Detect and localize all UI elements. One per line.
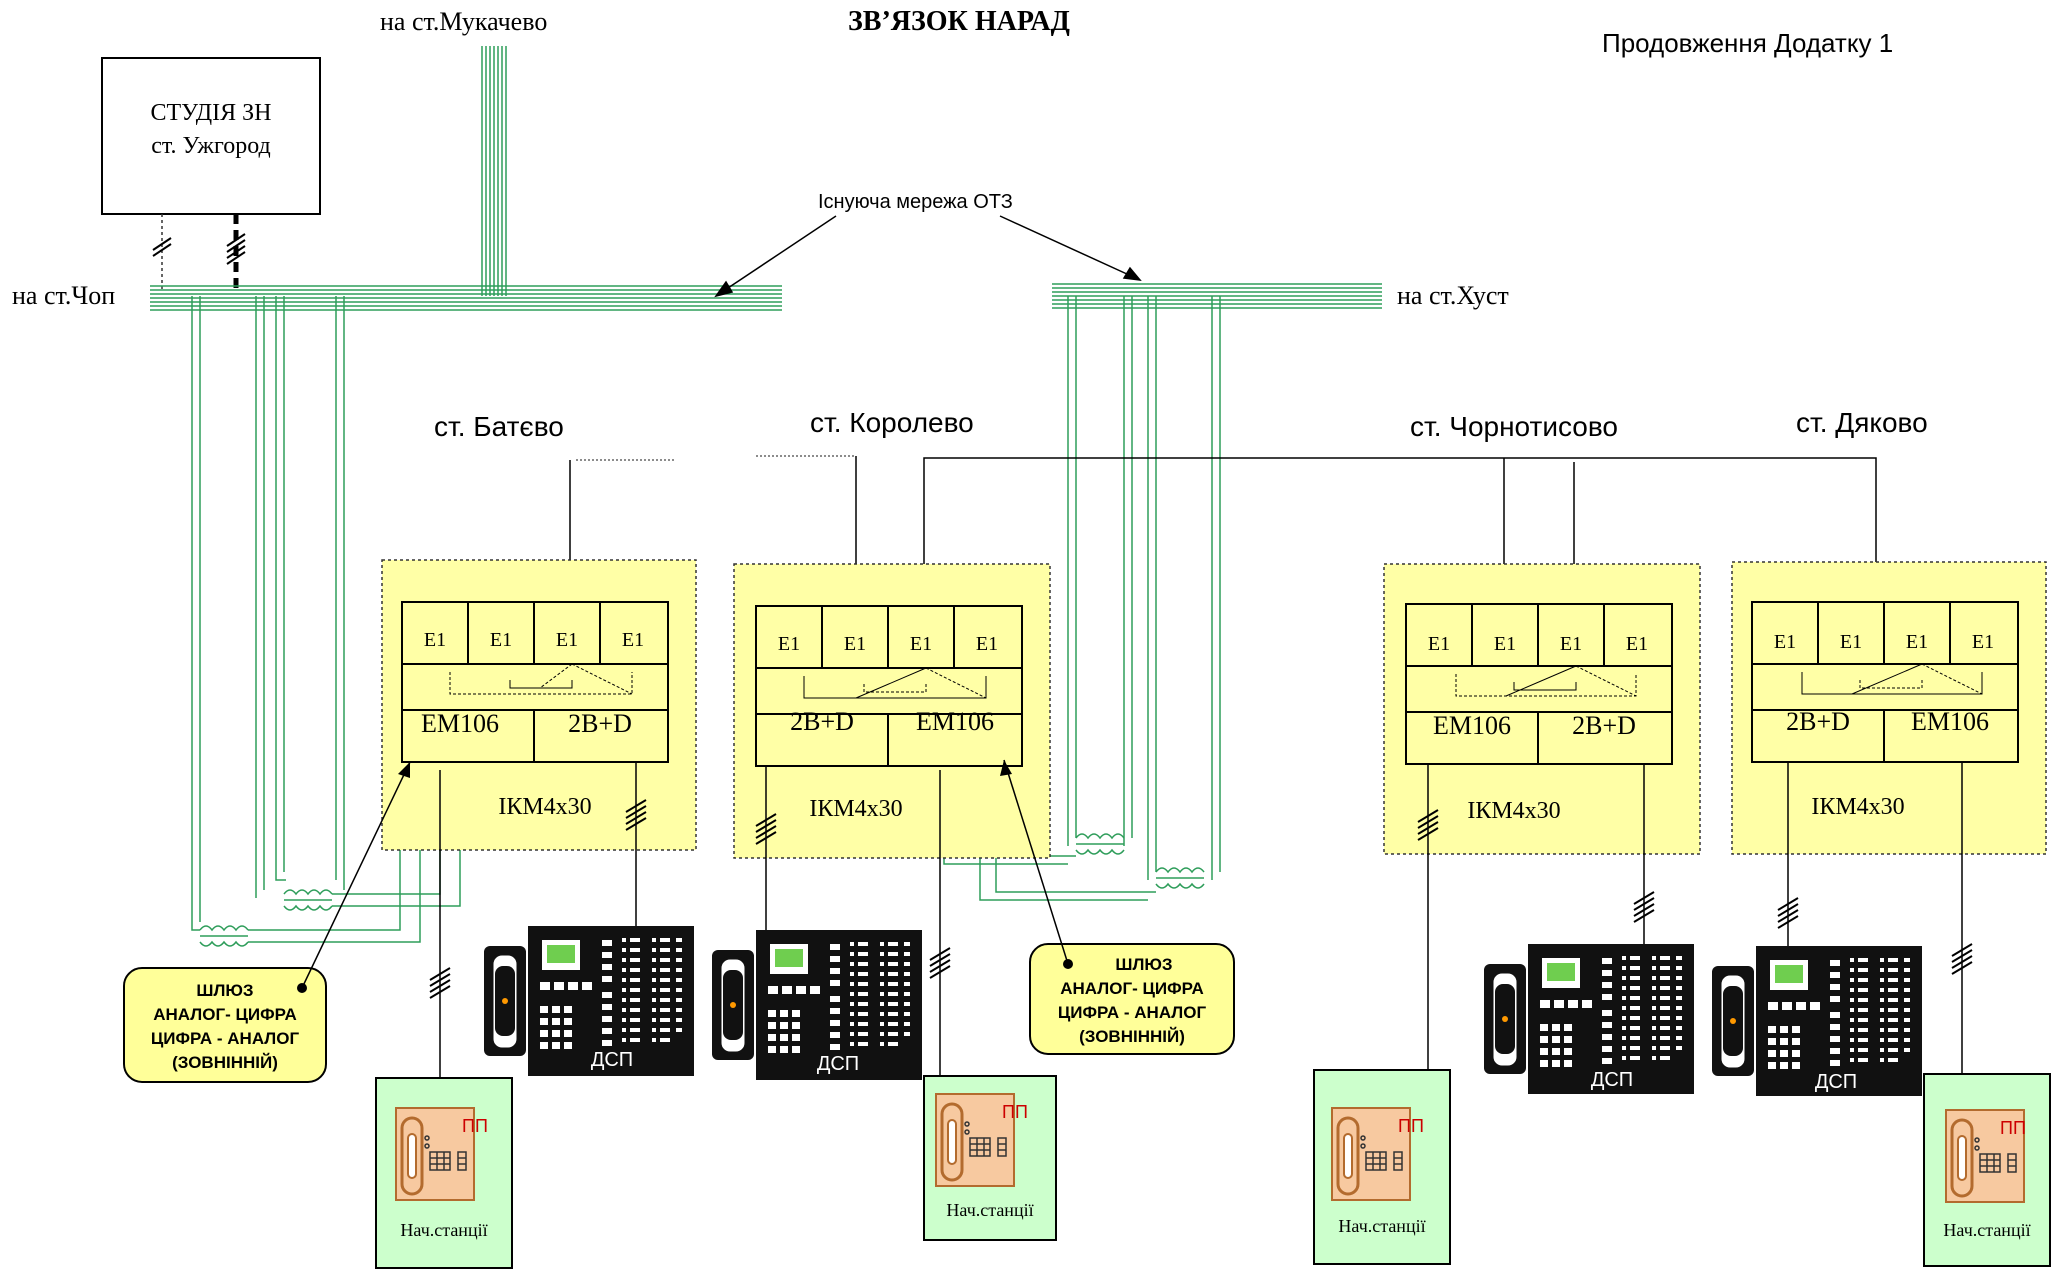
dsp-label: ДСП [1815,1071,1857,1093]
gateway-line-1: ШЛЮЗ [1115,955,1172,974]
cross-connect [803,667,987,699]
cross-connect [1455,665,1637,697]
pp-label: ПП [2000,1118,2026,1138]
chief-label: Нач.станції [946,1200,1033,1220]
mukachevo-cable-bundle [481,46,507,296]
gateway-callout-left: ШЛЮЗ АНАЛОГ- ЦИФРА ЦИФРА - АНАЛОГ (ЗОВНІ… [123,761,411,1083]
appendix-note: Продовження Додатку 1 [1602,28,1893,58]
lower-left-module: EM106 [421,709,499,738]
dsp-label: ДСП [817,1053,859,1075]
dsp-label: ДСП [591,1049,633,1071]
gateway-line-1: ШЛЮЗ [196,981,253,1000]
chief-label: Нач.станції [1338,1216,1425,1236]
dsp-console-icon [1482,942,1696,1096]
e1-port-3: E1 [1906,631,1928,653]
ikm-label: ІКМ4х30 [1811,794,1904,820]
ikm-label: ІКМ4х30 [1467,798,1560,824]
studio-box [101,57,321,215]
to-khust-label: на ст.Хуст [1397,281,1509,310]
right-trunk-drops [943,296,1221,901]
ikm-label: ІКМ4х30 [498,794,591,820]
e1-port-3: E1 [910,633,932,655]
station-chornotysovo: E1 E1 E1 E1 EM106 2B+D ІКМ4х30 ДСП ПП На… [1313,563,1701,1265]
gateway-line-3: ЦИФРА - АНАЛОГ [151,1029,300,1048]
gateway-line-4: (ЗОВНІННІЙ) [172,1053,278,1072]
khust-cable-bundle [1052,283,1382,309]
cross-connect [449,663,633,695]
dsp-label: ДСП [1591,1069,1633,1091]
chief-label: Нач.станції [400,1220,487,1240]
e1-port-4: E1 [976,633,998,655]
gateway-line-2: АНАЛОГ- ЦИФРА [153,1005,296,1024]
station-name-korolevo: ст. Королево [810,407,974,438]
lower-right-module: 2B+D [568,709,632,738]
network-arrows [714,215,1142,298]
e1-port-3: E1 [556,629,578,651]
to-chop-label: на ст.Чоп [12,281,115,310]
gateway-line-2: АНАЛОГ- ЦИФРА [1060,979,1203,998]
lower-right-module: EM106 [1911,707,1989,736]
lower-right-module: 2B+D [1572,711,1636,740]
studio-title: СТУДІЯ ЗН [151,100,272,126]
pp-label: ПП [1398,1116,1424,1136]
chief-label: Нач.станції [1943,1220,2030,1240]
pp-label: ПП [1002,1102,1028,1122]
pp-label: ПП [462,1116,488,1136]
lower-left-module: 2B+D [790,707,854,736]
e1-port-4: E1 [1972,631,1994,653]
page-title: ЗВ’ЯЗОК НАРАД [848,6,1070,37]
e1-port-1: E1 [424,629,446,651]
lower-left-module: EM106 [1433,711,1511,740]
chop-cable-bundle [150,285,782,311]
e1-port-2: E1 [1840,631,1862,653]
station-name-dyakovo: ст. Дяково [1796,407,1928,438]
gateway-line-4: (ЗОВНІННІЙ) [1079,1027,1185,1046]
e1-port-2: E1 [1494,633,1516,655]
studio-location: ст. Ужгород [151,133,271,159]
e1-port-4: E1 [622,629,644,651]
e1-port-1: E1 [1774,631,1796,653]
gateway-line-3: ЦИФРА - АНАЛОГ [1058,1003,1207,1022]
e1-port-2: E1 [844,633,866,655]
station-batevo: E1 E1 E1 E1 EM106 2B+D ІКМ4х30 ДСП ПП На… [375,559,697,1269]
e1-port-2: E1 [490,629,512,651]
e1-port-1: E1 [1428,633,1450,655]
gateway-callout-right: ШЛЮЗ АНАЛОГ- ЦИФРА ЦИФРА - АНАЛОГ (ЗОВНІ… [1000,759,1235,1055]
network-label: Існуюча мережа ОТЗ [818,191,1013,213]
station-name-chornotysovo: ст. Чорнотисово [1410,411,1618,442]
e1-port-4: E1 [1626,633,1648,655]
cross-connect [1801,663,1983,695]
ikm-label: ІКМ4х30 [809,796,902,822]
left-trunk-drops [191,296,345,931]
lower-right-module: EM106 [916,707,994,736]
station-name-batevo: ст. Батєво [434,411,564,442]
studio-link-slash-marks [152,233,246,265]
station-korolevo: E1 E1 E1 E1 2B+D EM106 ІКМ4х30 ДСП ПП На… [710,563,1057,1241]
lower-left-module: 2B+D [1786,707,1850,736]
e1-port-1: E1 [778,633,800,655]
dsp-console-icon [482,924,696,1078]
station-dyakovo: E1 E1 E1 E1 2B+D EM106 ІКМ4х30 ДСП ПП На… [1710,561,2051,1267]
e1-port-3: E1 [1560,633,1582,655]
to-mukachevo-label: на ст.Мукачево [380,7,547,36]
